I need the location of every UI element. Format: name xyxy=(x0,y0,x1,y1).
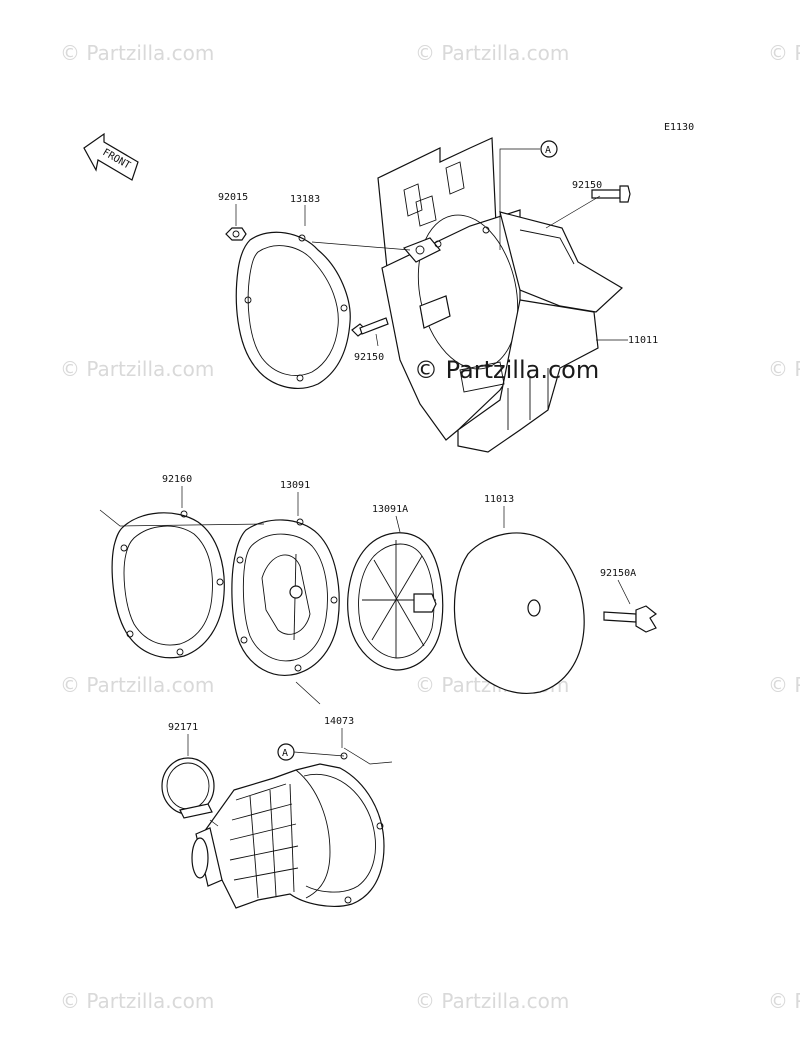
diagram-code: E1130 xyxy=(664,122,694,133)
part-number-labels: 92150 92015 13183 11011 92150 92160 1309… xyxy=(162,180,658,733)
label-92150a: 92150A xyxy=(600,568,636,579)
watermark: © Partzilla.com xyxy=(768,357,800,381)
air-cleaner-housing xyxy=(377,137,623,453)
leader-lines xyxy=(99,148,631,827)
label-92171: 92171 xyxy=(168,722,198,733)
watermark: © Partzilla.com xyxy=(60,357,214,381)
label-92160: 92160 xyxy=(162,474,192,485)
watermark: © Partzilla.com xyxy=(60,41,214,65)
air-filter-element-11013 xyxy=(453,532,585,694)
clamp-92171 xyxy=(161,757,215,819)
label-13091a: 13091A xyxy=(372,504,408,515)
label-11011: 11011 xyxy=(628,335,658,346)
label-11013: 11013 xyxy=(484,494,514,505)
label-13183: 13183 xyxy=(290,194,320,205)
watermarks: © Partzilla.com © Partzilla.com © Partzi… xyxy=(60,41,800,1013)
nut-92015 xyxy=(225,227,247,241)
watermark: © Partzilla.com xyxy=(415,41,569,65)
air-duct-14073 xyxy=(191,752,385,909)
label-14073: 14073 xyxy=(324,716,354,727)
label-92015: 92015 xyxy=(218,192,248,203)
element-holder-13091 xyxy=(231,518,340,676)
callout-letter: A xyxy=(282,748,288,759)
bolt-92150-top xyxy=(591,185,631,203)
label-92150-top: 92150 xyxy=(572,180,602,191)
label-13091: 13091 xyxy=(280,480,310,491)
watermark: © Partzilla.com xyxy=(768,41,800,65)
element-frame-13091a xyxy=(347,532,444,671)
callout-letter: A xyxy=(545,145,551,156)
watermark: © Partzilla.com xyxy=(60,989,214,1013)
watermark: © Partzilla.com xyxy=(768,989,800,1013)
callout-a-bottom: A xyxy=(277,743,295,761)
watermark: © Partzilla.com xyxy=(415,989,569,1013)
front-arrow: FRONT xyxy=(83,132,139,181)
watermark-center: © Partzilla.com xyxy=(414,356,599,384)
watermark: © Partzilla.com xyxy=(60,673,214,697)
watermark: © Partzilla.com xyxy=(768,673,800,697)
wing-bolt-92150a xyxy=(603,605,658,633)
label-92150-left: 92150 xyxy=(354,352,384,363)
bolt-92150-left xyxy=(351,317,389,337)
gasket-13183 xyxy=(235,231,351,389)
callout-a-top: A xyxy=(540,140,558,158)
gasket-92160 xyxy=(111,510,225,659)
